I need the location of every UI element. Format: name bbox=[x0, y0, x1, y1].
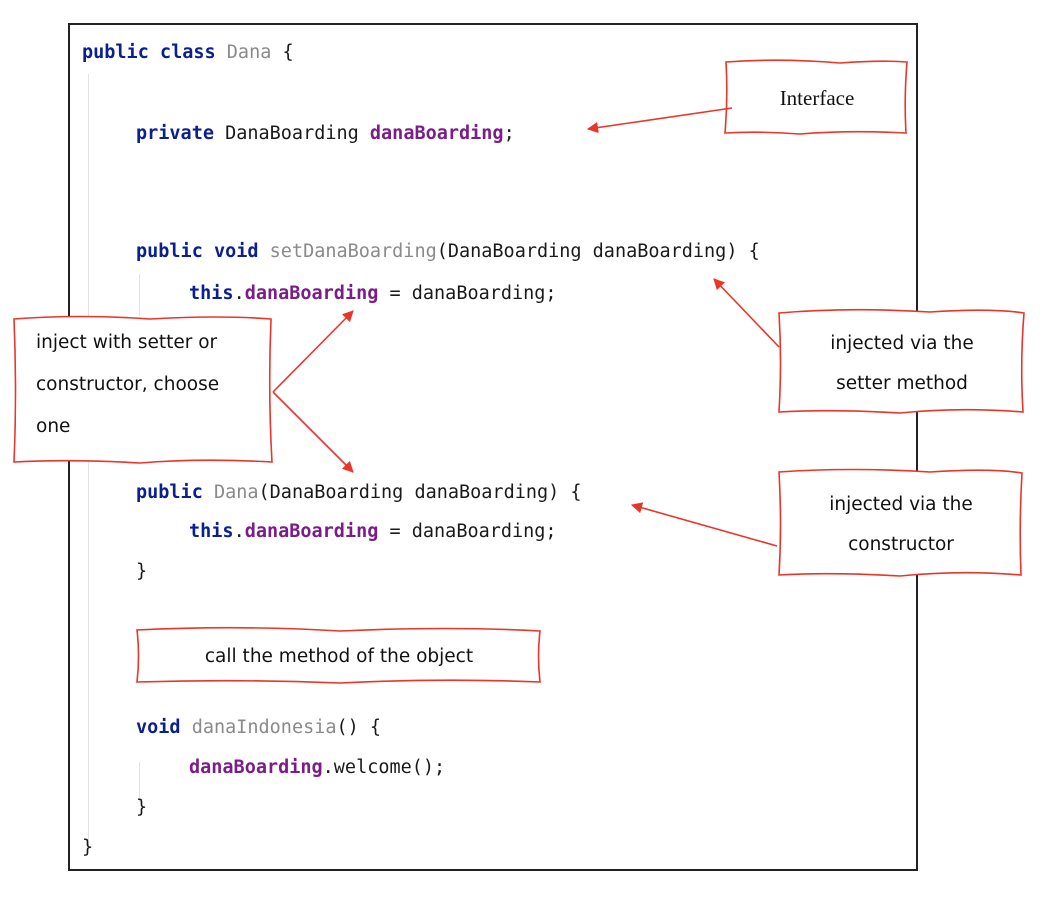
code-line-class-decl: public class Dana { bbox=[82, 42, 294, 63]
setter-box bbox=[778, 308, 1025, 414]
arrow-constructor bbox=[630, 502, 778, 547]
choose-box bbox=[13, 315, 273, 464]
code-line-constructor-body: this.danaBoarding = danaBoarding; bbox=[189, 521, 557, 542]
code-line-class-close: } bbox=[82, 837, 94, 858]
interface-box bbox=[724, 59, 908, 135]
annotation-setter: injected via the setter method bbox=[830, 333, 974, 394]
annotation-constructor: injected via the constructor bbox=[829, 494, 973, 555]
constructor-box bbox=[778, 468, 1023, 577]
code-line-constructor-decl: public Dana(DanaBoarding danaBoarding) { bbox=[136, 482, 582, 503]
code-line-constructor-close: } bbox=[136, 561, 148, 582]
arrow-choose-up bbox=[272, 310, 354, 393]
code-line-method-body: danaBoarding.welcome(); bbox=[189, 757, 446, 778]
annotation-choose: inject with setter or constructor, choos… bbox=[36, 332, 220, 437]
arrow-choose-down bbox=[272, 391, 354, 473]
code-line-method-decl: void danaIndonesia() { bbox=[136, 717, 382, 738]
call-box bbox=[136, 626, 541, 684]
arrow-interface bbox=[586, 107, 733, 134]
indent-guide bbox=[139, 274, 140, 316]
arrow-setter bbox=[713, 278, 780, 348]
indent-guide bbox=[139, 762, 140, 802]
code-line-method-close: } bbox=[136, 797, 148, 818]
code-line-setter-body: this.danaBoarding = danaBoarding; bbox=[189, 283, 557, 304]
code-line-setter-decl: public void setDanaBoarding(DanaBoarding… bbox=[136, 241, 760, 262]
annotation-interface: Interface bbox=[779, 86, 855, 110]
code-line-field: private DanaBoarding danaBoarding; bbox=[136, 123, 515, 144]
annotation-call: call the method of the object bbox=[204, 646, 474, 667]
